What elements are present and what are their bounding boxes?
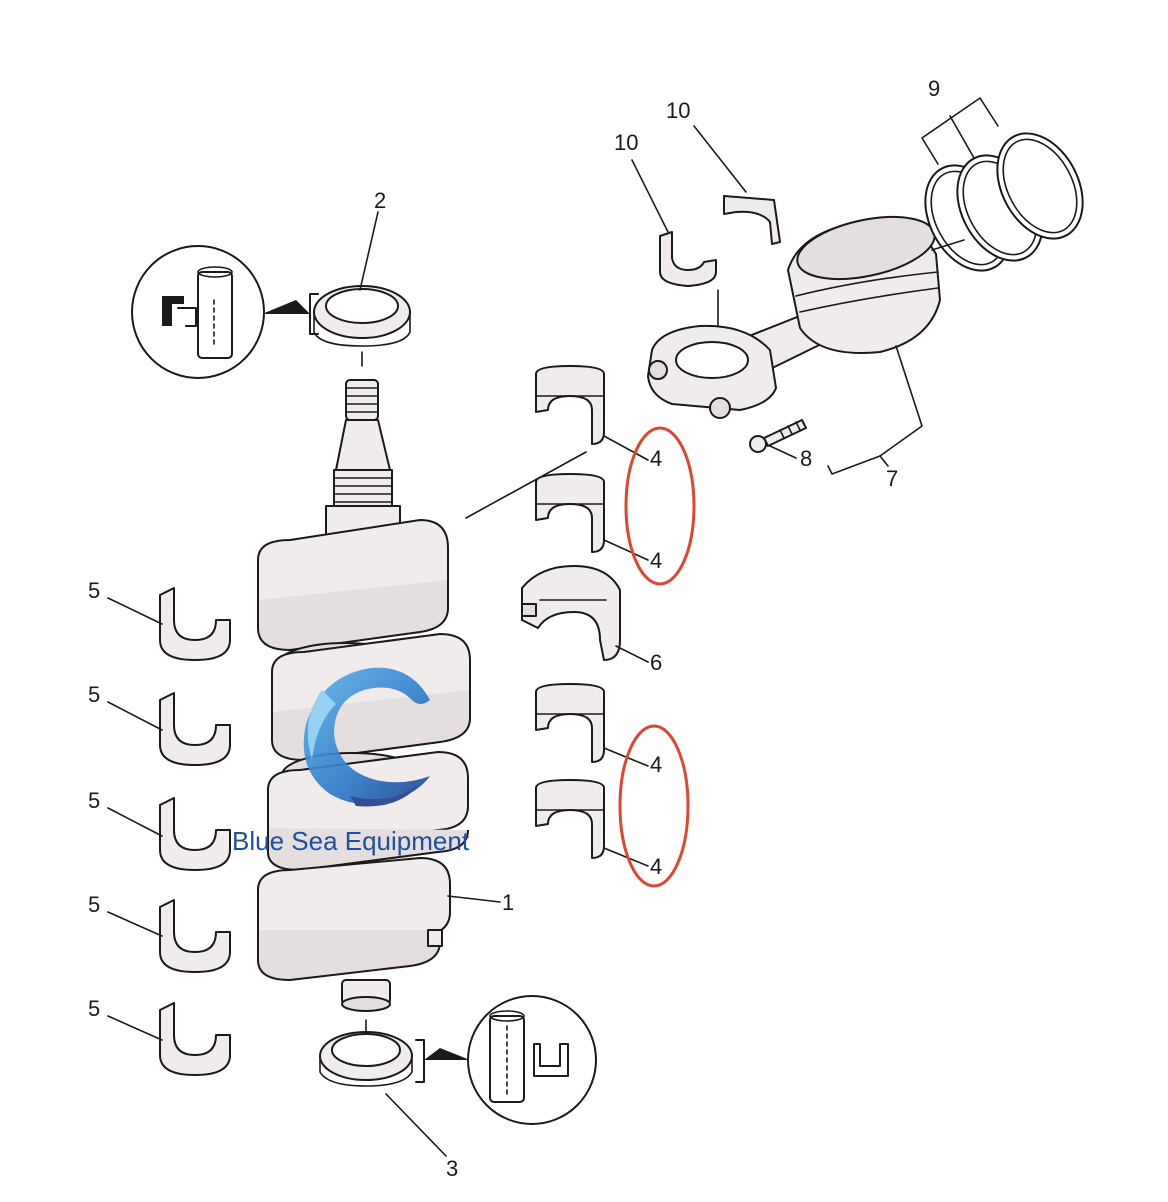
label-part-4b: 4 bbox=[650, 548, 662, 573]
label-part-5d: 5 bbox=[88, 892, 100, 917]
piston-rings bbox=[921, 97, 1084, 272]
rod-bearing-halves bbox=[631, 125, 781, 361]
main-bearing-set-right bbox=[465, 365, 649, 867]
main-bearing-set-left bbox=[107, 587, 231, 1076]
pointer-arrow-icon bbox=[424, 1048, 470, 1060]
label-part-10b: 10 bbox=[666, 98, 690, 123]
label-part-4a: 4 bbox=[650, 446, 662, 471]
label-part-5a: 5 bbox=[88, 578, 100, 603]
watermark-text: Blue Sea Equipment bbox=[232, 826, 470, 856]
label-part-9: 9 bbox=[928, 76, 940, 101]
label-part-10a: 10 bbox=[614, 130, 638, 155]
label-part-4c: 4 bbox=[650, 752, 662, 777]
label-part-2: 2 bbox=[374, 188, 386, 213]
wave-logo-icon bbox=[303, 667, 430, 807]
label-part-1: 1 bbox=[502, 890, 514, 915]
label-part-3: 3 bbox=[446, 1156, 458, 1181]
highlight-callout-upper bbox=[624, 426, 696, 586]
oil-seal-top bbox=[131, 245, 411, 379]
label-part-4d: 4 bbox=[650, 854, 662, 879]
label-part-8: 8 bbox=[800, 446, 812, 471]
label-part-7: 7 bbox=[886, 466, 898, 491]
label-part-5e: 5 bbox=[88, 996, 100, 1021]
label-part-5c: 5 bbox=[88, 788, 100, 813]
rod-bolt bbox=[749, 419, 807, 453]
label-part-5b: 5 bbox=[88, 682, 100, 707]
crankshaft bbox=[257, 379, 471, 1035]
piston-connecting-rod bbox=[647, 215, 941, 475]
pointer-arrow-icon bbox=[262, 300, 310, 314]
highlight-callout-lower bbox=[618, 724, 690, 888]
oil-seal-bottom bbox=[319, 995, 597, 1125]
label-part-6: 6 bbox=[650, 650, 662, 675]
